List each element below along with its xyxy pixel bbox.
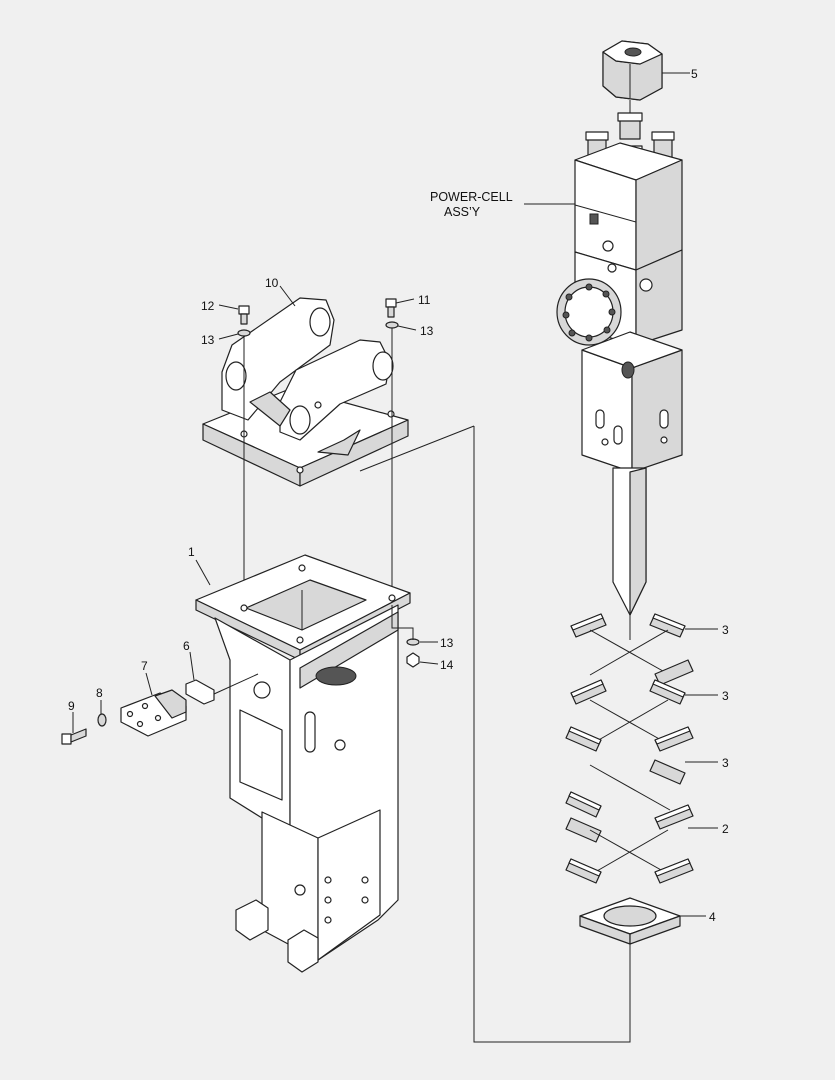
part-12-bolt (218, 304, 250, 325)
part-11-bolt (385, 298, 415, 318)
part-13-washer-right (385, 321, 417, 331)
part-5-top-cap (602, 40, 690, 101)
callout-11: 11 (418, 293, 431, 307)
part-1-main-housing (195, 554, 411, 973)
callout-5: 5 (691, 67, 698, 81)
callout-8: 8 (96, 686, 103, 700)
part-3-pin-set-b (570, 659, 718, 746)
part-2-pin-set (565, 791, 718, 884)
part-14-nut (406, 652, 439, 668)
callout-13-right: 13 (420, 324, 434, 338)
part-13-washer-left (218, 329, 251, 340)
part-9-bolt (61, 712, 87, 745)
callout-10: 10 (265, 276, 279, 290)
callout-3-c: 3 (722, 756, 729, 770)
callout-9: 9 (68, 699, 75, 713)
callout-12: 12 (201, 299, 215, 313)
part-3-pin-set-a (570, 613, 718, 676)
part-8-washer (97, 700, 107, 727)
power-cell-assembly (556, 100, 683, 640)
part-3-pin-set-c (565, 726, 718, 811)
power-cell-label-line2: ASS’Y (444, 205, 481, 219)
callout-13-left: 13 (201, 333, 215, 347)
callout-6: 6 (183, 639, 190, 653)
callout-2: 2 (722, 822, 729, 836)
part-13-washer-lower (406, 638, 438, 646)
part-7-plate (120, 672, 187, 737)
callout-14: 14 (440, 658, 454, 672)
power-cell-label-line1: POWER-CELL (430, 190, 513, 204)
part-4-plate (579, 897, 706, 955)
part-6-bracket (185, 651, 259, 705)
callout-3-b: 3 (722, 689, 729, 703)
callout-13-lower: 13 (440, 636, 454, 650)
part-10-top-bracket (202, 285, 409, 487)
callout-7: 7 (141, 659, 148, 673)
callout-1: 1 (188, 545, 195, 559)
callout-3-a: 3 (722, 623, 729, 637)
callout-4: 4 (709, 910, 716, 924)
